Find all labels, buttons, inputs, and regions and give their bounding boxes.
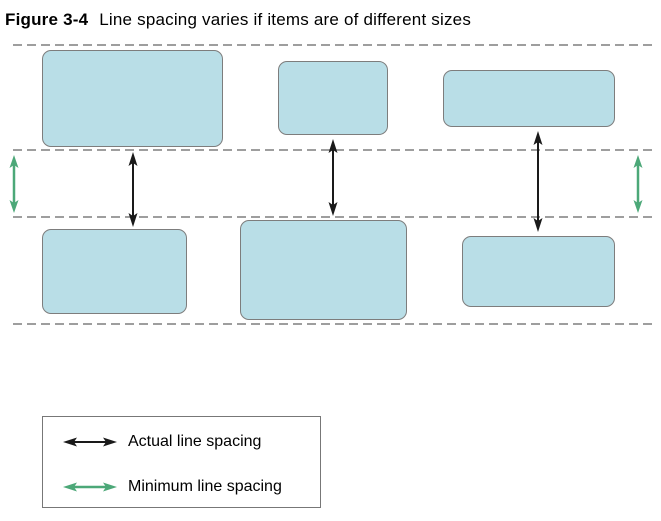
legend-label-actual: Actual line spacing — [128, 433, 262, 450]
item-box-top-right — [443, 70, 615, 127]
minimum-line-spacing-arrow-icon — [63, 482, 117, 492]
actual-line-spacing-arrow-icon — [63, 437, 117, 447]
legend-item-minimum: Minimum line spacing — [63, 475, 282, 499]
legend-box: Actual line spacing Minimum line spacing — [42, 416, 321, 508]
minimum-spacing-arrow-left-icon — [9, 155, 19, 213]
item-box-bottom-middle — [240, 220, 407, 320]
figure-caption: Line spacing varies if items are of diff… — [99, 10, 472, 29]
figure-number-label: Figure 3-4 — [5, 10, 89, 29]
item-box-bottom-left — [42, 229, 187, 314]
minimum-spacing-arrow-right-icon — [633, 155, 643, 213]
line-boundary-3 — [13, 216, 652, 218]
legend-item-actual: Actual line spacing — [63, 430, 261, 454]
actual-spacing-arrow-right-icon — [533, 131, 543, 232]
figure-title: Figure 3-4 Line spacing varies if items a… — [5, 10, 471, 30]
line-boundary-1 — [13, 44, 652, 46]
legend-label-minimum: Minimum line spacing — [128, 478, 282, 495]
item-box-top-left — [42, 50, 223, 147]
line-boundary-4 — [13, 323, 652, 325]
item-box-top-middle — [278, 61, 388, 135]
actual-spacing-arrow-left-icon — [128, 152, 138, 227]
item-box-bottom-right — [462, 236, 615, 307]
actual-spacing-arrow-middle-icon — [328, 139, 338, 216]
